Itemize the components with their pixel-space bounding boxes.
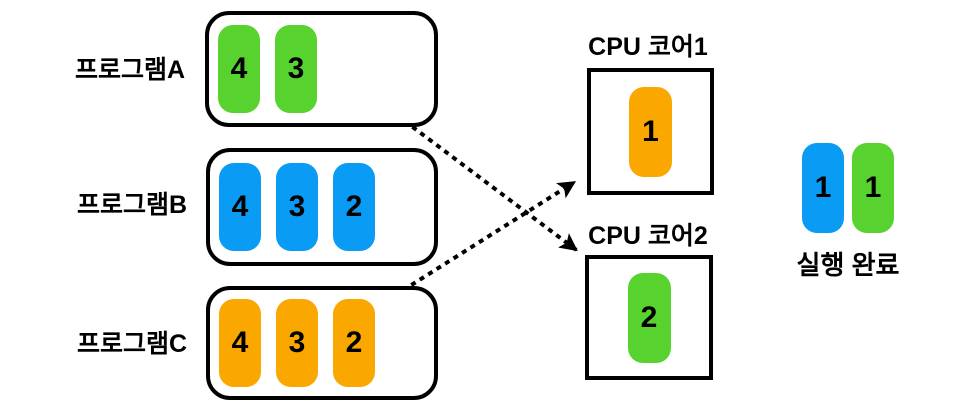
- running-task-pill-core1: 1: [629, 86, 672, 177]
- cpu-core1-box: 1: [587, 68, 714, 195]
- task-pill-b3: 3: [276, 163, 318, 251]
- completed-label: 실행 완료: [796, 250, 900, 280]
- program-b-queue-box: 4 3 2: [206, 148, 438, 266]
- task-pill-c2: 2: [333, 299, 375, 387]
- task-pill-c4: 4: [219, 299, 261, 387]
- program-c-queue-box: 4 3 2: [206, 286, 438, 400]
- program-b-label: 프로그램B: [76, 191, 188, 219]
- cpu-core2-label: CPU 코어2: [588, 222, 708, 250]
- program-a-queue-box: 4 3: [205, 11, 438, 127]
- task-pill-c3: 3: [276, 299, 318, 387]
- program-a-label: 프로그램A: [74, 56, 186, 84]
- task-pill-b4: 4: [219, 163, 261, 251]
- cpu-core2-box: 2: [585, 255, 713, 380]
- completed-task-pill-green: 1: [852, 143, 894, 233]
- cpu-core1-label: CPU 코어1: [588, 33, 708, 61]
- task-pill-a4: 4: [218, 25, 260, 113]
- program-c-label: 프로그램C: [76, 330, 188, 358]
- task-pill-a3: 3: [275, 25, 317, 113]
- completed-task-pill-blue: 1: [802, 143, 844, 233]
- arrow-programA-to-core2: [411, 125, 578, 252]
- task-pill-b2: 2: [333, 163, 375, 251]
- running-task-pill-core2: 2: [627, 272, 671, 363]
